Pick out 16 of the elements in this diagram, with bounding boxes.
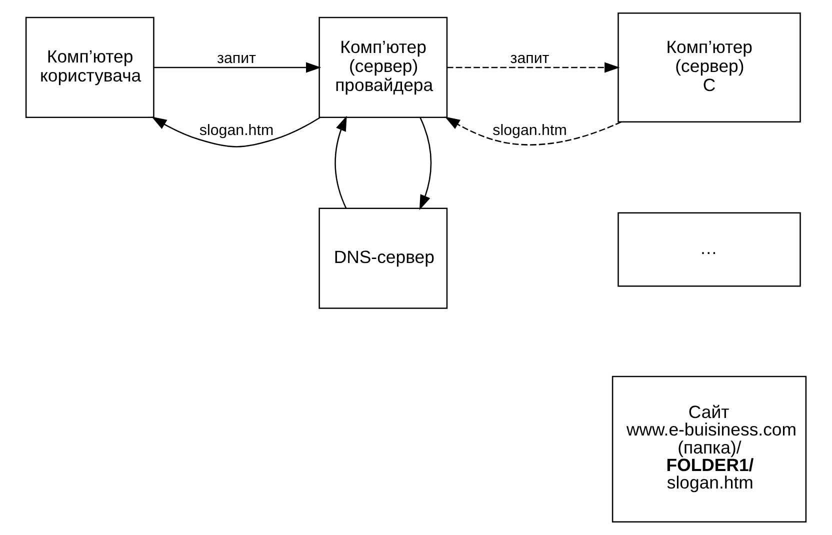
arrow — [154, 62, 322, 73]
node-box: Комп’ютер користувача — [25, 16, 154, 118]
node-box: Комп’ютер (сервер) провайдера — [318, 16, 448, 118]
arrow — [419, 117, 432, 210]
edge-label: запит — [510, 50, 550, 68]
edge-label: запит — [217, 50, 256, 68]
edge-label: slogan.htm — [199, 122, 274, 140]
arrow — [152, 116, 320, 148]
arrow — [444, 116, 622, 146]
arrow — [334, 116, 347, 209]
node-box: DNS-сервер — [318, 208, 448, 309]
node-box: … — [618, 212, 801, 287]
node-box: Сайт www.e-buisiness.com (папка)/ FOLDER1/ slogan.htm — [612, 376, 807, 523]
arrow — [447, 62, 620, 73]
node-box: Комп’ютер (сервер) С — [618, 12, 801, 122]
edge-label: slogan.htm — [492, 122, 567, 140]
